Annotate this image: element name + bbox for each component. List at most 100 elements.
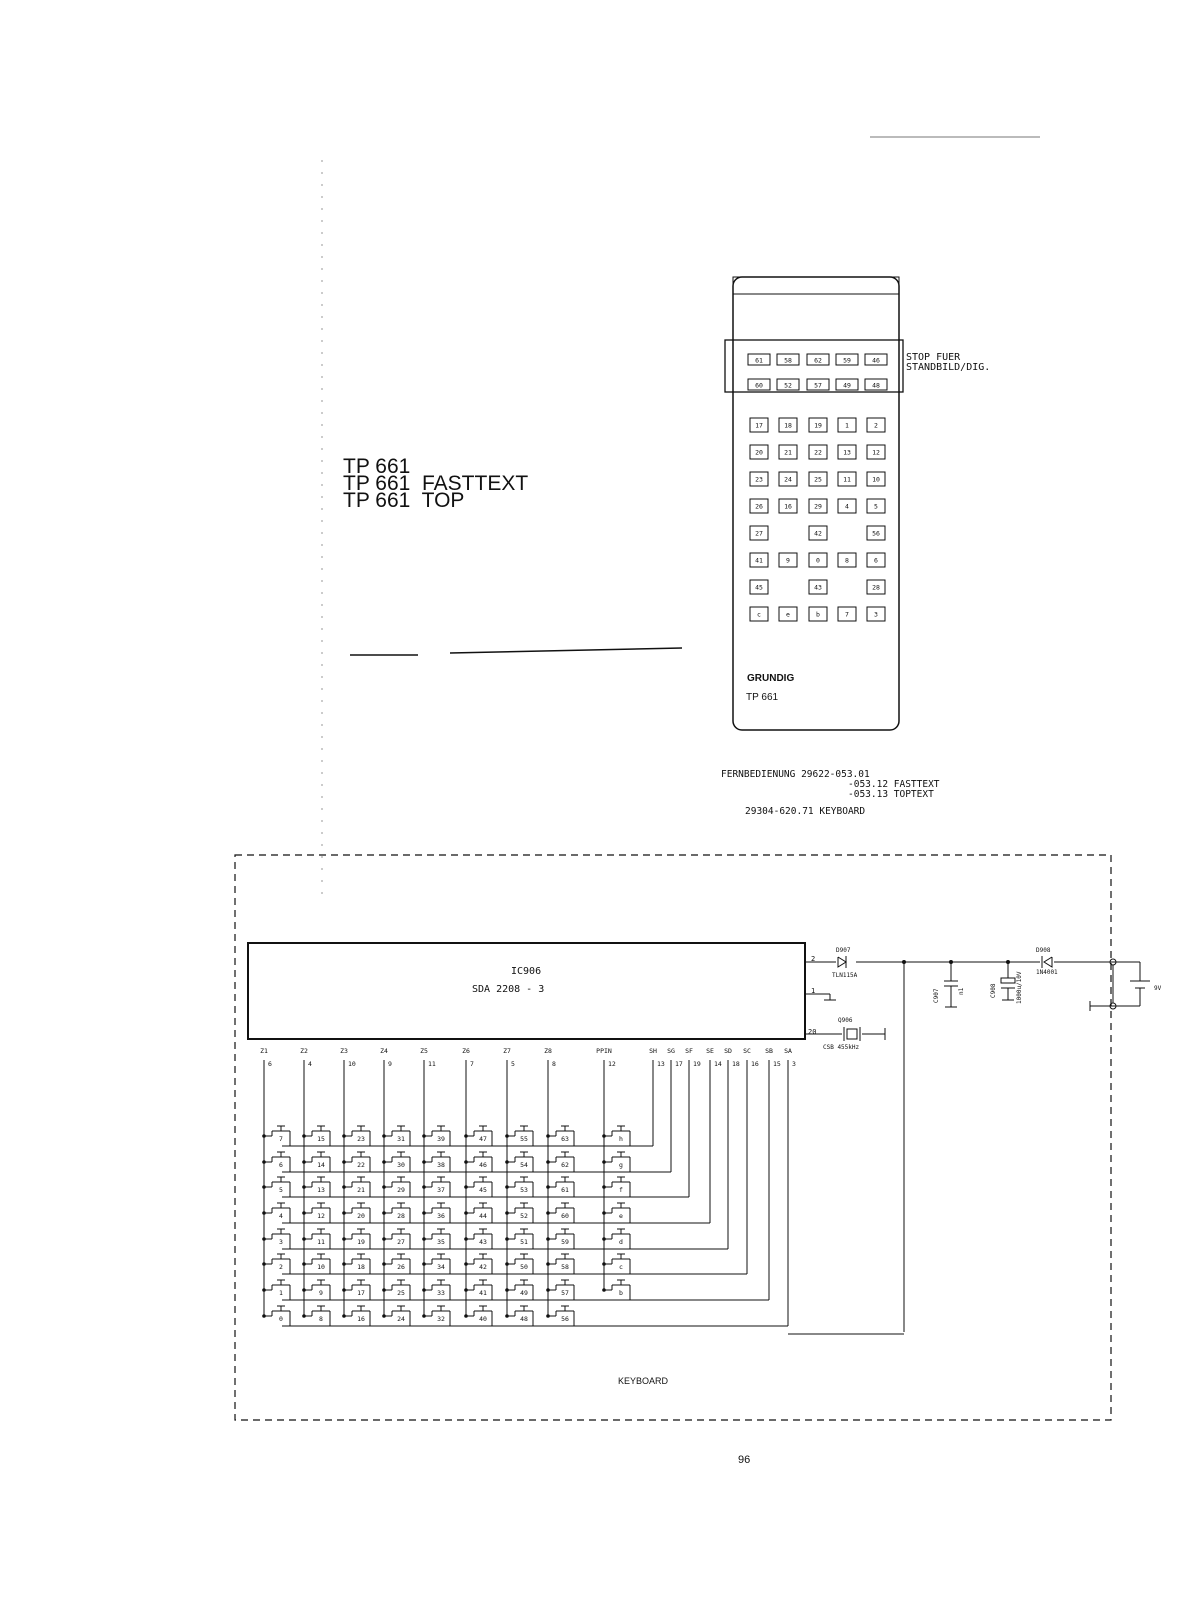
remote-key[interactable]: 16 [778,498,798,514]
remote-key[interactable]: 60 [747,378,771,391]
remote-key[interactable]: b [808,606,828,622]
switch-key-number: 31 [397,1135,405,1143]
remote-key[interactable]: 1 [837,417,857,433]
model-titles: TP 661 TP 661 FASTTEXT TP 661 TOP [343,455,528,512]
remote-key[interactable]: 3 [866,606,886,622]
remote-key[interactable]: 48 [864,378,888,391]
junction-dot [422,1237,426,1241]
remote-key[interactable]: 2 [866,417,886,433]
junction-dot [342,1211,346,1215]
remote-key[interactable]: 12 [866,444,886,460]
remote-key[interactable]: 13 [837,444,857,460]
key-outline [778,444,798,460]
remote-key[interactable]: 28 [866,579,886,595]
matrix-switch: 39 [422,1125,451,1146]
key-outline [864,378,888,391]
remote-key[interactable]: 43 [808,579,828,595]
remote-key[interactable]: 58 [776,353,800,366]
remote-key[interactable]: 20 [749,444,769,460]
switch-key-number: 5 [279,1186,283,1194]
component-label: n1 [958,987,965,995]
remote-key[interactable]: 45 [749,579,769,595]
remote-key[interactable]: 24 [778,471,798,487]
remote-key[interactable]: 62 [806,353,830,366]
remote-key[interactable]: 17 [749,417,769,433]
junction-dot [342,1288,346,1292]
matrix-switch: d [602,1228,631,1249]
remote-key[interactable]: c [749,606,769,622]
remote-key[interactable]: 19 [808,417,828,433]
matrix-switch: f [602,1176,631,1197]
remote-top-edge [732,276,900,295]
power-section [805,956,1150,1332]
key-outline [808,525,828,541]
switch-key-number: 53 [520,1186,528,1194]
key-outline [866,606,886,622]
switch-key-number: 61 [561,1186,569,1194]
remote-key[interactable]: 42 [808,525,828,541]
remote-key[interactable]: 18 [778,417,798,433]
remote-key[interactable]: 27 [749,525,769,541]
junction-dot [546,1314,550,1318]
switch-key-number: 56 [561,1315,569,1323]
fernbedienung-caption: -053.12 FASTTEXT [848,779,940,790]
remote-key[interactable]: 46 [864,353,888,366]
key-outline [808,471,828,487]
remote-key[interactable]: 25 [808,471,828,487]
matrix-switch: 60 [546,1202,575,1223]
matrix-switch: c [602,1253,631,1274]
matrix-switch: 15 [302,1125,331,1146]
junction-dot [342,1134,346,1138]
junction-dot [382,1211,386,1215]
remote-key[interactable]: 57 [806,378,830,391]
key-number: 17 [755,422,763,430]
ic-pin-label: Z4 [380,1047,388,1055]
remote-key[interactable]: 59 [835,353,859,366]
remote-key[interactable]: 9 [778,552,798,568]
remote-key[interactable]: 26 [749,498,769,514]
switch-key-number: 37 [437,1186,445,1194]
remote-key[interactable]: 11 [837,471,857,487]
matrix-switch: 27 [382,1228,411,1249]
remote-key[interactable]: 0 [808,552,828,568]
remote-key[interactable]: 49 [835,378,859,391]
junction-dot [546,1134,550,1138]
matrix-switch: b [602,1279,631,1300]
matrix-switch: 51 [505,1228,534,1249]
junction-dot [464,1288,468,1292]
remote-key[interactable]: 52 [776,378,800,391]
matrix-switch: 7 [262,1125,291,1146]
switch-key-number: f [619,1186,623,1194]
ic-pin-label: Z3 [340,1047,348,1055]
matrix-switch: 13 [302,1176,331,1197]
junction-dot [505,1211,509,1215]
remote-key[interactable]: 29 [808,498,828,514]
key-outline [808,552,828,568]
remote-key[interactable]: 21 [778,444,798,460]
switch-key-number: 59 [561,1238,569,1246]
matrix-switch: 3 [262,1228,291,1249]
junction-dot [602,1237,606,1241]
junction-dot [302,1134,306,1138]
remote-key[interactable]: 10 [866,471,886,487]
matrix-switch: 53 [505,1176,534,1197]
remote-key[interactable]: 23 [749,471,769,487]
ic-pin-number: 18 [732,1060,740,1068]
remote-key[interactable]: 22 [808,444,828,460]
remote-key[interactable]: 8 [837,552,857,568]
remote-key[interactable]: 7 [837,606,857,622]
remote-key[interactable]: e [778,606,798,622]
key-outline [778,606,798,622]
remote-key[interactable]: 61 [747,353,771,366]
remote-key[interactable]: 56 [866,525,886,541]
ic-pin-number: 10 [348,1060,356,1068]
matrix-switch: 10 [302,1253,331,1274]
remote-key[interactable]: 6 [866,552,886,568]
key-number: b [816,611,820,619]
remote-key[interactable]: 41 [749,552,769,568]
switch-key-number: b [619,1289,623,1297]
remote-key[interactable]: 4 [837,498,857,514]
remote-key[interactable]: 5 [866,498,886,514]
ic-pin-number: 12 [608,1060,616,1068]
key-number: 21 [784,449,792,457]
